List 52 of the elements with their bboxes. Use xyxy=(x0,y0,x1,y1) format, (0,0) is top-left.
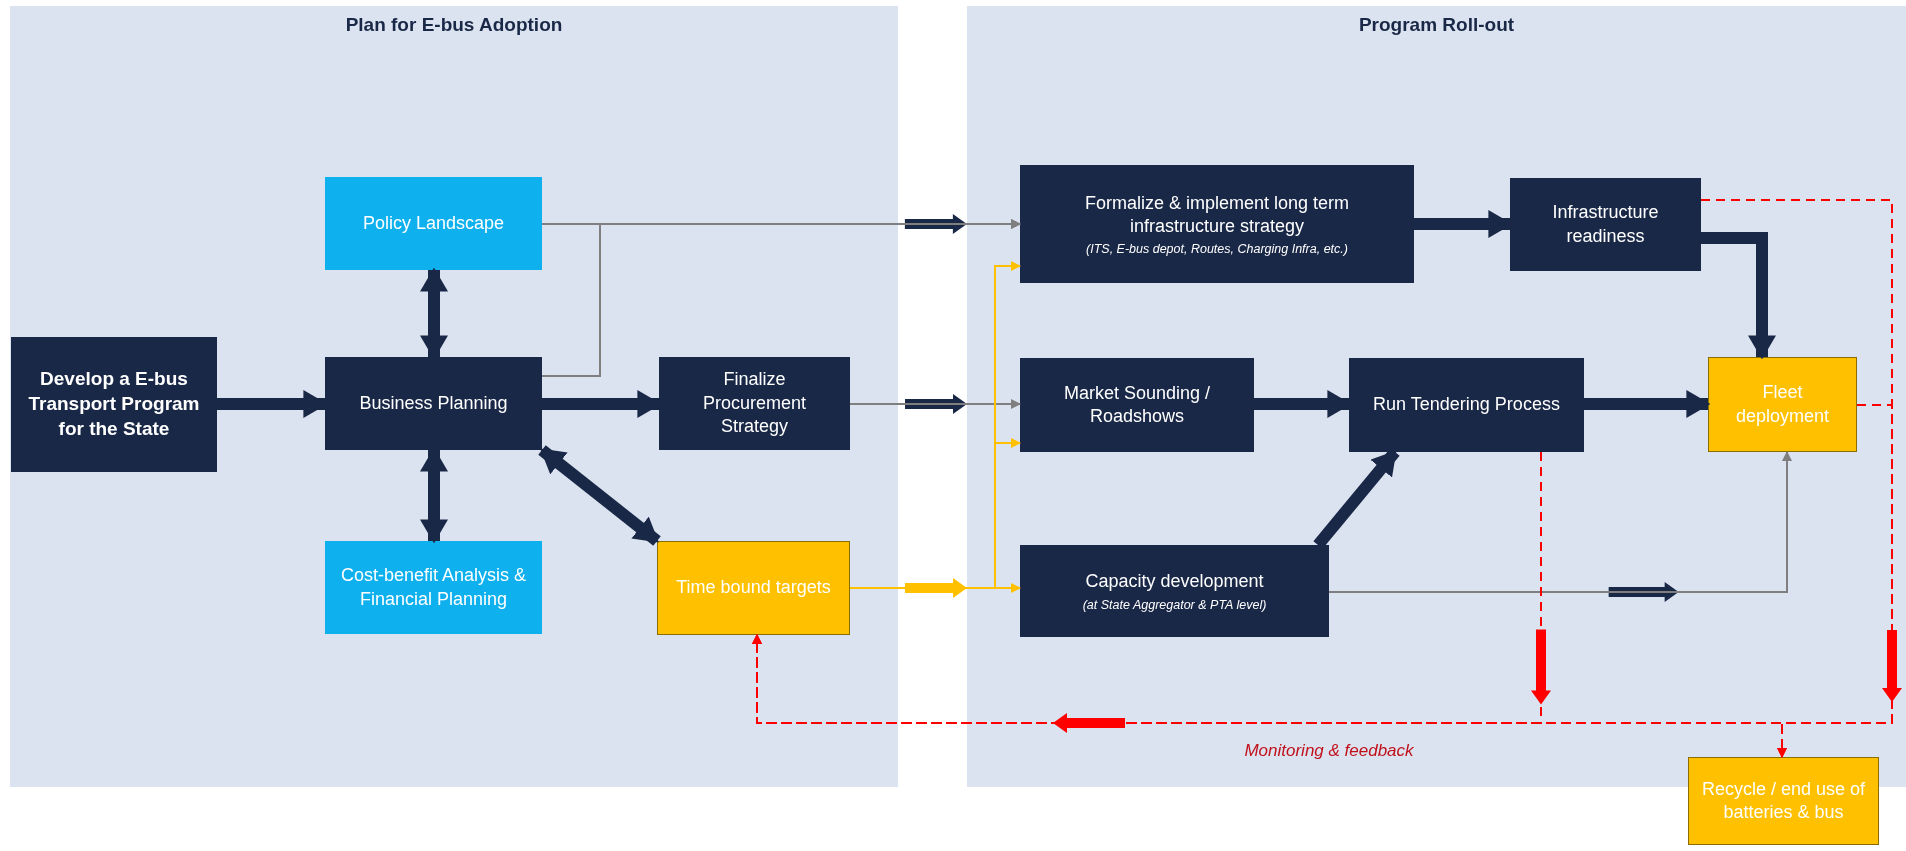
connector-arrow xyxy=(1328,451,1792,593)
process-box xyxy=(1688,757,1879,845)
block-arrow xyxy=(1531,629,1551,705)
connector-arrow xyxy=(752,451,1542,724)
box-text: Finalize Procurement Strategy xyxy=(701,368,807,439)
box-text: Time bound targets xyxy=(676,576,831,600)
block-arrow xyxy=(1608,582,1679,602)
box-note: (at State Aggregator & PTA level) xyxy=(1082,597,1267,612)
process-box xyxy=(1349,358,1584,452)
block-arrow xyxy=(905,394,967,414)
connector-arrow xyxy=(538,445,661,546)
box-text: Recycle / end use of batteries & bus xyxy=(1700,777,1867,824)
block-arrow xyxy=(904,214,967,234)
connector-arrow xyxy=(541,219,1021,377)
box-text: Business Planning xyxy=(359,391,508,415)
process-box xyxy=(659,357,850,450)
connector-arrow xyxy=(1414,212,1513,236)
box-text: Cost-benefit Analysis & Financial Planning xyxy=(339,564,528,611)
box-text: Develop a E-bus Transport Program for the State xyxy=(27,367,201,441)
box-text: Market Sounding / Roadshows xyxy=(1062,381,1212,428)
box-text: Infrastructure readiness xyxy=(1551,201,1660,248)
block-arrow xyxy=(905,578,967,598)
process-box xyxy=(657,541,850,635)
process-box xyxy=(1510,178,1701,271)
connector-arrow xyxy=(1254,392,1352,416)
process-box xyxy=(325,541,542,634)
process-box xyxy=(1020,165,1414,283)
connector-arrow xyxy=(422,447,446,544)
box-text: Run Tendering Process xyxy=(1373,393,1560,417)
connector-arrow xyxy=(422,267,446,360)
connector-arrow xyxy=(849,399,1021,409)
process-box xyxy=(325,357,542,450)
box-text: Fleet deployment xyxy=(1734,381,1831,428)
stage-panel xyxy=(10,6,898,787)
box-text: Capacity development xyxy=(1085,570,1264,594)
note-label: Monitoring & feedback xyxy=(1244,741,1414,761)
box-note: (ITS, E-bus depot, Routes, Charging Infra, etc.) xyxy=(1086,242,1348,257)
process-box xyxy=(1020,358,1254,452)
block-arrow xyxy=(1053,713,1125,733)
connector-arrow xyxy=(1584,392,1711,416)
box-text: Policy Landscape xyxy=(362,211,505,235)
process-box xyxy=(1020,545,1329,637)
box-text: Formalize & implement long term infrastructure strategy xyxy=(1083,191,1351,238)
process-box xyxy=(325,177,542,270)
panel-title: Plan for E-bus Adoption xyxy=(344,14,564,36)
block-arrow xyxy=(1882,630,1902,702)
panel-title: Program Roll-out xyxy=(1357,14,1516,36)
connector-arrow xyxy=(217,392,328,416)
connector-arrow xyxy=(542,392,662,416)
connector-arrow xyxy=(1701,232,1774,360)
process-box xyxy=(11,337,217,472)
process-box xyxy=(1708,357,1857,452)
